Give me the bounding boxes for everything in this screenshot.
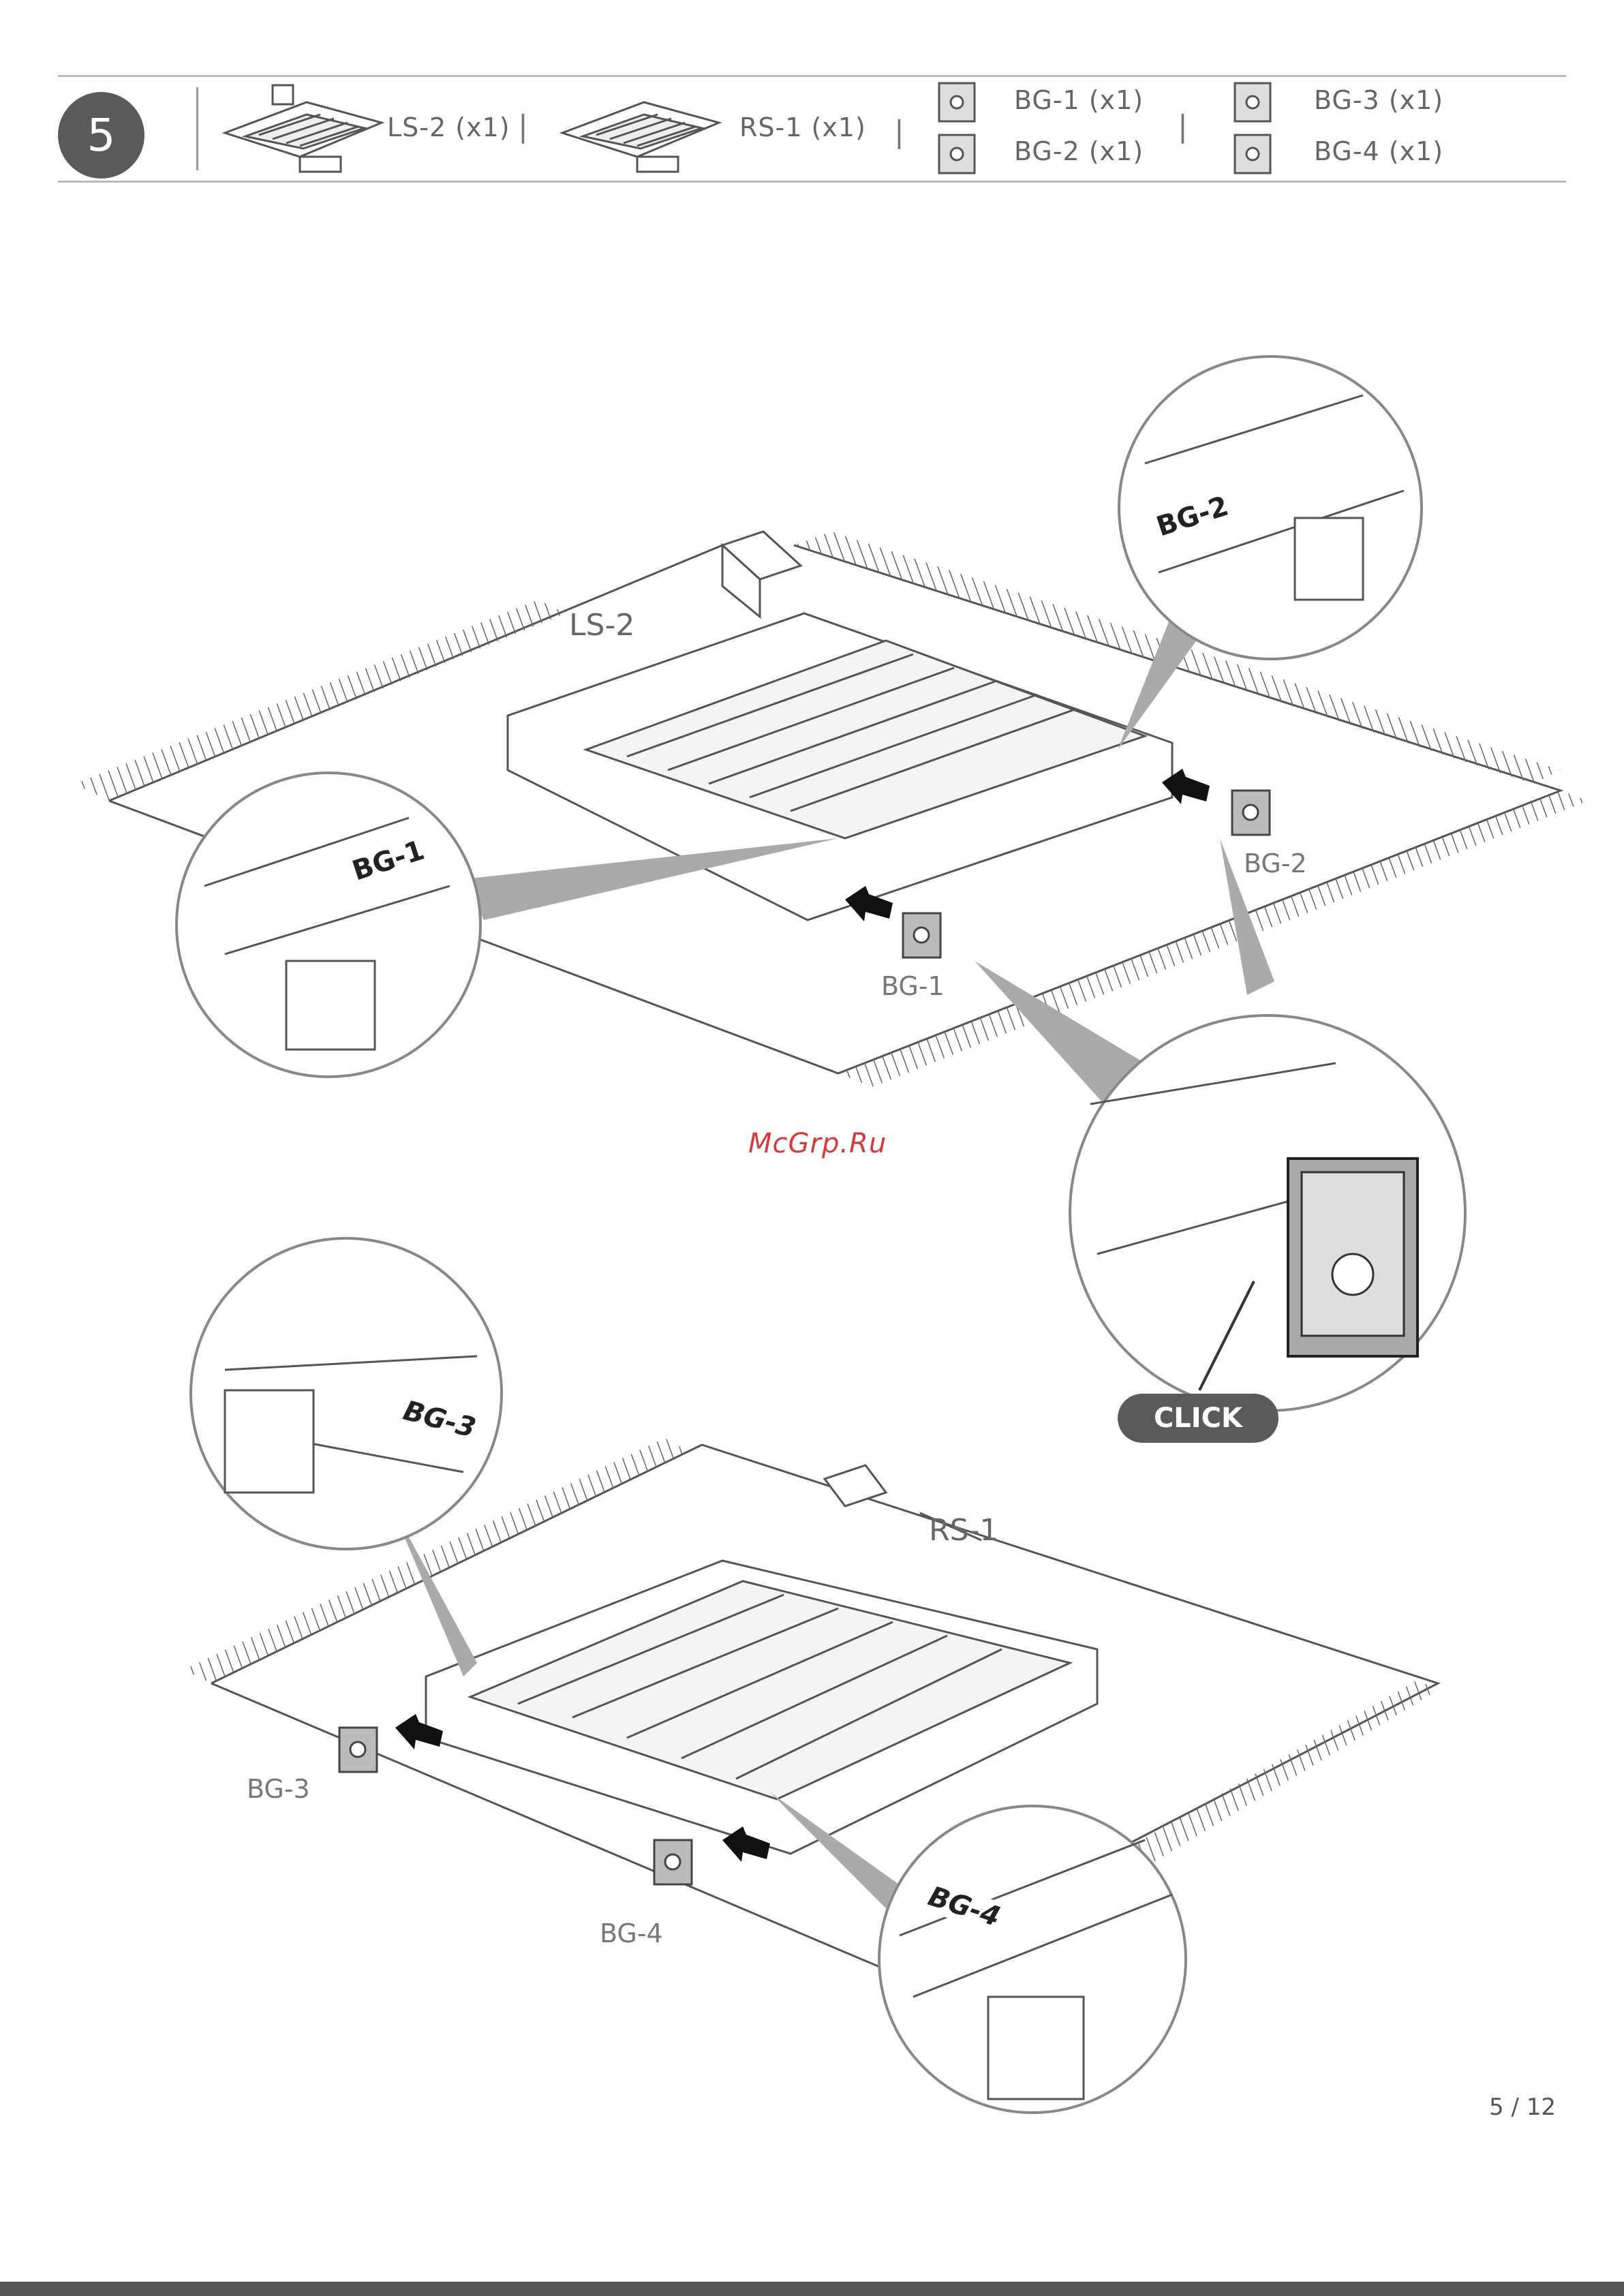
bg2-bracket-icon xyxy=(1232,791,1270,835)
zoom-circle-bg4 xyxy=(770,1792,1186,2113)
watermark: McGrp.Ru xyxy=(748,1128,887,1159)
bg4-bracket-icon xyxy=(654,1840,692,1884)
label-bg1: BG-1 xyxy=(881,971,945,1001)
label-bg4: BG-4 xyxy=(600,1918,663,1948)
callout-ls2: LS-2 xyxy=(569,608,634,643)
click-badge: CLICK xyxy=(1118,1394,1278,1443)
ls2-frame xyxy=(508,532,1172,920)
footer-bar xyxy=(0,2282,1624,2296)
bg3-bracket-icon xyxy=(339,1728,377,1772)
callout-rs1: RS-1 xyxy=(929,1513,998,1548)
label-bg3: BG-3 xyxy=(247,1774,310,1804)
page-number: 5 / 12 xyxy=(1489,2094,1556,2121)
bg1-bracket-icon xyxy=(903,913,940,958)
label-bg2: BG-2 xyxy=(1244,848,1307,878)
